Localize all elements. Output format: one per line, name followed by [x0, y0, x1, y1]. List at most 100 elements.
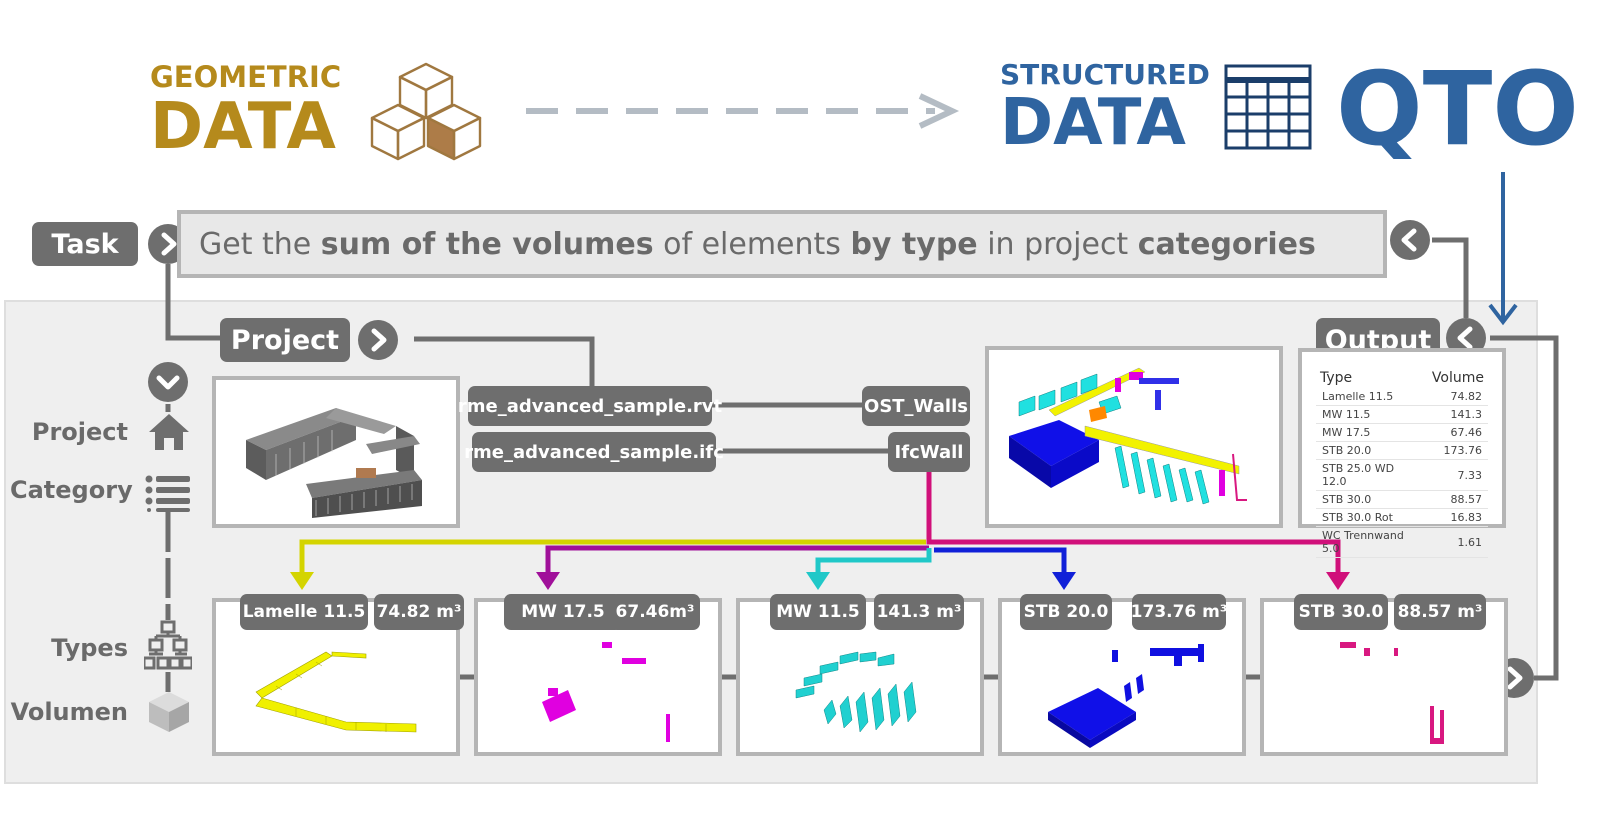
- task-label: Task: [32, 222, 138, 266]
- structured-small-label: STRUCTURED: [1000, 58, 1210, 91]
- type-name-badge: Lamelle 11.5: [240, 594, 368, 630]
- task-description-box: Get the sum of the volumes of elements b…: [177, 210, 1387, 278]
- row-volume: 173.76: [1427, 441, 1488, 460]
- hierarchy-icon: [144, 620, 192, 670]
- row-type: STB 20.0: [1316, 441, 1428, 460]
- chevron-left-icon: [1457, 326, 1473, 350]
- task-text-4: by type: [850, 226, 978, 262]
- cube-icon: [149, 692, 189, 732]
- output-right-line: [1490, 335, 1559, 681]
- purple-arrowhead: [536, 572, 560, 590]
- mw-17-5-walls-image: [542, 642, 670, 742]
- project-to-files-line: [414, 336, 595, 386]
- row-volume: 74.82: [1427, 388, 1488, 406]
- structured-big-label: DATA: [1000, 86, 1186, 160]
- output-header-volume: Volume: [1431, 370, 1484, 386]
- type-panel-mw-17-5: MW 17.5 67.46m³: [474, 594, 722, 756]
- qto-label: QTO: [1336, 50, 1579, 169]
- type-name-badge: MW 11.5: [770, 594, 866, 630]
- row-type: STB 30.0: [1316, 490, 1428, 509]
- cyan-arrowhead: [806, 572, 830, 590]
- type-volume-badge: 173.76 m³: [1131, 594, 1227, 630]
- type-volume-badge: 67.46m³: [610, 594, 700, 630]
- project-model-preview: [212, 376, 460, 528]
- type-name-badge: STB 20.0: [1020, 594, 1112, 630]
- type-volume-badge: 88.57 m³: [1394, 594, 1486, 630]
- output-header-type: Type: [1320, 370, 1353, 386]
- task-back-button[interactable]: [1390, 220, 1430, 260]
- project-label: Project: [220, 318, 350, 362]
- type-panel-mw-11-5: MW 11.5 141.3 m³: [736, 594, 984, 756]
- type-volume-badge: 141.3 m³: [874, 594, 964, 630]
- mw-11-5-walls-image: [795, 651, 917, 733]
- chevron-right-icon: [161, 232, 177, 256]
- blue-arrowhead: [1052, 572, 1076, 590]
- magenta-arrowhead: [1326, 572, 1350, 590]
- type-name-badge: MW 17.5: [504, 594, 622, 630]
- sidebar-project-label: Project: [31, 418, 128, 446]
- sidebar-volumen-label: Volumen: [10, 698, 128, 726]
- blue-type-line: [934, 547, 1067, 575]
- yellow-type-line: [299, 539, 926, 575]
- task-text-3: of elements: [653, 226, 851, 262]
- magenta-type-line: [926, 470, 1341, 575]
- task-text-1: Get the: [199, 226, 321, 262]
- row-volume: 16.83: [1427, 508, 1488, 527]
- dashed-arrowhead: [918, 93, 960, 129]
- list-icon: [145, 475, 190, 512]
- output-back-line: [1432, 237, 1469, 318]
- geometric-small-label: GEOMETRIC: [150, 60, 342, 94]
- row-type: STB 30.0 Rot: [1316, 508, 1428, 527]
- row-volume: 88.57: [1427, 490, 1488, 509]
- row-type: Lamelle 11.5: [1316, 388, 1428, 406]
- building-model-image: [246, 408, 422, 518]
- project-arrow-button[interactable]: [358, 320, 398, 360]
- ifc-file-pill[interactable]: rme_advanced_sample.ifc: [464, 432, 724, 472]
- row-type: MW 17.5: [1316, 423, 1428, 442]
- colored-walls-image: [1009, 367, 1247, 505]
- chevron-down-icon: [156, 375, 180, 390]
- row-volume: 7.33: [1427, 459, 1488, 491]
- rvt-file-pill[interactable]: rme_advanced_sample.rvt: [458, 386, 722, 426]
- chevron-left-icon: [1401, 228, 1417, 252]
- sidebar-types-label: Types: [51, 634, 128, 662]
- geometric-big-label: DATA: [150, 90, 336, 164]
- category-model-preview: [985, 346, 1283, 528]
- type-panel-stb-30-0: STB 30.0 88.57 m³: [1260, 594, 1508, 756]
- row-type: WC Trennwand 5.0: [1316, 526, 1428, 558]
- house-icon: [149, 414, 189, 450]
- row-volume: 67.46: [1427, 423, 1488, 442]
- purple-type-line: [545, 545, 929, 575]
- lamelle-walls-image: [255, 651, 417, 733]
- type-panel-stb-20-0: STB 20.0 173.76 m³: [998, 594, 1246, 756]
- sidebar-category-label: Category: [10, 476, 133, 504]
- chevron-right-icon: [371, 328, 387, 352]
- table-grid-icon: [1224, 64, 1312, 150]
- task-to-project-line: [165, 264, 222, 341]
- type-name-badge: STB 30.0: [1294, 594, 1388, 630]
- row-type: STB 25.0 WD 12.0: [1316, 459, 1428, 491]
- row-type: MW 11.5: [1316, 405, 1428, 424]
- task-text-5: in project: [977, 226, 1138, 262]
- type-volume-badge: 74.82 m³: [374, 594, 464, 630]
- cyan-type-line: [815, 548, 932, 575]
- stb-30-walls-image: [1340, 642, 1444, 744]
- ost-walls-pill[interactable]: OST_Walls: [862, 386, 970, 426]
- sidebar-expand-button[interactable]: [148, 362, 188, 402]
- stb-20-walls-image: [1048, 644, 1204, 748]
- cubes-icon: [370, 62, 482, 161]
- ifcwall-pill[interactable]: IfcWall: [888, 432, 970, 472]
- chevron-right-icon: [1507, 666, 1523, 690]
- task-text-2: sum of the volumes: [320, 226, 654, 262]
- type-panel-lamelle-11-5: Lamelle 11.5 74.82 m³: [212, 594, 464, 756]
